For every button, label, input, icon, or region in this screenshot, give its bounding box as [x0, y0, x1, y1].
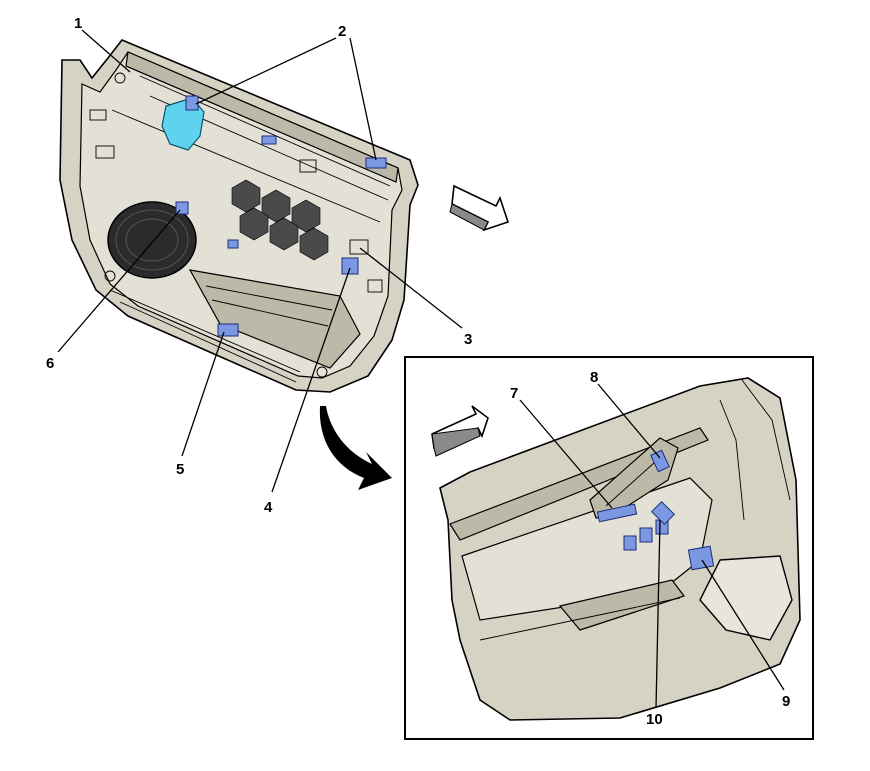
front-speaker-grille [699, 555, 793, 641]
clip-2a [185, 95, 199, 111]
retainer-clip [227, 239, 239, 249]
memory-seat-switch [687, 545, 715, 571]
door-release-handle [596, 503, 638, 523]
callout-5: 5 [176, 461, 184, 478]
callout-6: 6 [46, 355, 54, 372]
callout-7: 7 [510, 385, 518, 402]
callout-8: 8 [590, 369, 598, 386]
switch-connector [217, 323, 239, 337]
callout-1: 1 [74, 15, 82, 32]
window-switch-assembly [623, 500, 676, 551]
callout-3: 3 [464, 331, 472, 348]
callout-4: 4 [264, 499, 273, 516]
wire-harness-clip [341, 257, 359, 275]
callout-labels: 1 2 3 4 5 6 7 8 9 10 [46, 15, 790, 728]
callout-10: 10 [646, 711, 663, 728]
view-transition-arrow-icon [319, 406, 392, 490]
callout-2: 2 [338, 23, 346, 40]
door-trim-panel-rear-view [59, 39, 419, 393]
forward-direction-arrow-icon [449, 184, 510, 232]
speaker-grille [107, 201, 197, 279]
leader-lines [57, 29, 785, 709]
inset-forward-arrow-icon [431, 405, 489, 457]
callout-9: 9 [782, 693, 790, 710]
harness-clip-upper [261, 135, 277, 145]
door-trim-panel-front-view [439, 377, 801, 721]
honeycomb-grid [231, 179, 329, 261]
